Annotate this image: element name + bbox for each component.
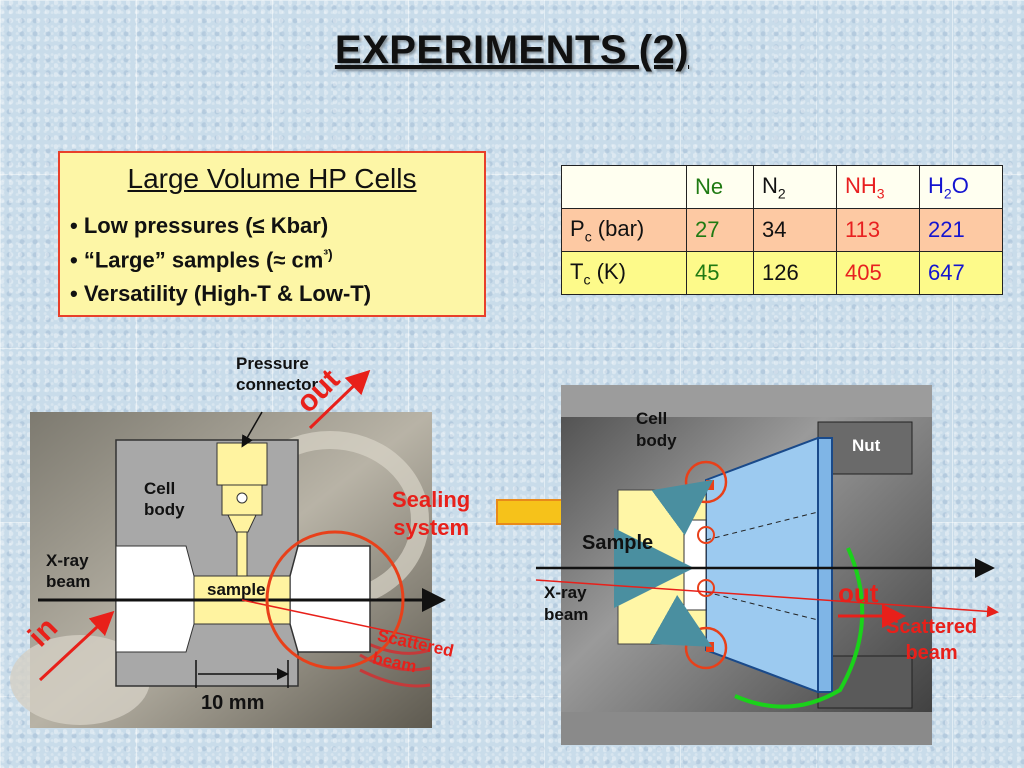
header-n2-text: N bbox=[762, 172, 778, 198]
right-seal-top bbox=[706, 480, 714, 490]
right-pointer-bottom bbox=[649, 595, 713, 647]
pressure-connector-label: Pressure connector bbox=[236, 354, 319, 394]
hp-cells-heading: Large Volume HP Cells bbox=[127, 163, 417, 194]
sealing-system-label: Sealing system bbox=[392, 487, 471, 540]
bullet-large-samples: • “Large” samples (≈ cm³) bbox=[70, 246, 333, 273]
header-h2o: H2O bbox=[919, 165, 1003, 209]
right-cone bbox=[705, 436, 819, 694]
left-connector-cone bbox=[227, 514, 257, 533]
left-connector-top bbox=[216, 442, 268, 486]
right-sample bbox=[683, 519, 707, 611]
tc-n2: 126 bbox=[753, 251, 837, 295]
left-connector-hole bbox=[236, 492, 248, 504]
tc-label: T bbox=[570, 258, 584, 284]
row-label-tc: Tc (K) bbox=[561, 251, 687, 295]
slide-title: EXPERIMENTS (2) bbox=[334, 28, 690, 72]
left-connector-stem bbox=[236, 531, 248, 577]
right-seal-bottom bbox=[706, 642, 714, 652]
header-n2: N2 bbox=[753, 165, 837, 209]
nut-label: Nut bbox=[852, 436, 881, 455]
left-scattered-beam bbox=[241, 599, 431, 641]
header-nh3: NH3 bbox=[836, 165, 920, 209]
left-sealing-highlight bbox=[265, 530, 405, 670]
table-corner-cell bbox=[561, 165, 687, 209]
right-scattered-beam-label: Scattered beam bbox=[886, 616, 978, 664]
pc-label: P bbox=[570, 215, 585, 241]
header-n2-sub: 2 bbox=[777, 185, 786, 202]
right-dashed-top bbox=[705, 511, 819, 541]
left-photo-disk bbox=[10, 635, 150, 725]
bullet-low-pressures: • Low pressures (≤ Kbar) bbox=[70, 213, 329, 238]
right-pointer-top bbox=[651, 479, 714, 536]
pc-unit: (bar) bbox=[591, 215, 645, 241]
header-nh3-sub: 3 bbox=[876, 185, 885, 202]
right-scattered-beam bbox=[535, 579, 999, 618]
critical-properties-table: Ne N2 NH3 H2O Pc (bar) 27 34 113 221 Tc … bbox=[561, 165, 1003, 295]
header-h2o-text: H bbox=[928, 172, 944, 198]
table-row-tc: Tc (K) 45 126 405 647 bbox=[561, 251, 1003, 295]
header-ne: Ne bbox=[686, 165, 754, 209]
bullet-large-samples-text: • “Large” samples (≈ cm bbox=[70, 247, 324, 273]
header-h2o-sub: 2 bbox=[943, 185, 952, 202]
table-header-row: Ne N2 NH3 H2O bbox=[561, 165, 1003, 209]
right-xray-beam-label: X-ray beam bbox=[544, 583, 589, 624]
header-h2o-o: O bbox=[951, 172, 969, 198]
right-out-label: out bbox=[838, 578, 879, 608]
right-cell-body-label: Cell body bbox=[636, 409, 677, 450]
left-sample-label: sample bbox=[207, 580, 266, 599]
left-xray-beam-label: X-ray beam bbox=[46, 551, 91, 591]
right-sample-label: Sample bbox=[582, 532, 654, 554]
right-bottom-plate bbox=[561, 712, 932, 745]
tc-ne: 45 bbox=[686, 251, 754, 295]
out-arrow bbox=[308, 369, 371, 430]
tc-h2o: 647 bbox=[919, 251, 1003, 295]
hp-cells-box: Large Volume HP Cells • Low pressures (≤… bbox=[58, 151, 486, 317]
tc-unit: (K) bbox=[590, 258, 626, 284]
tc-sub: c bbox=[583, 271, 591, 288]
pc-ne: 27 bbox=[686, 208, 754, 252]
tc-nh3: 405 bbox=[836, 251, 920, 295]
left-cell-body-label: Cell body bbox=[144, 479, 185, 519]
in-arrow bbox=[38, 610, 115, 682]
right-cone-back bbox=[817, 437, 833, 693]
scale-label: 10 mm bbox=[201, 692, 265, 714]
right-dashed-bottom bbox=[705, 591, 819, 621]
right-green-arc bbox=[734, 547, 865, 709]
right-nut-lower bbox=[817, 655, 913, 709]
right-top-plate bbox=[561, 385, 932, 417]
pressure-connector-pointer bbox=[241, 411, 263, 448]
bullet-large-samples-exponent: ³) bbox=[323, 246, 333, 262]
pc-h2o: 221 bbox=[919, 208, 1003, 252]
header-nh3-text: NH bbox=[845, 172, 877, 198]
right-nut bbox=[817, 421, 913, 475]
pc-sub: c bbox=[584, 228, 592, 245]
bullet-versatility: • Versatility (High-T & Low-T) bbox=[70, 281, 372, 306]
